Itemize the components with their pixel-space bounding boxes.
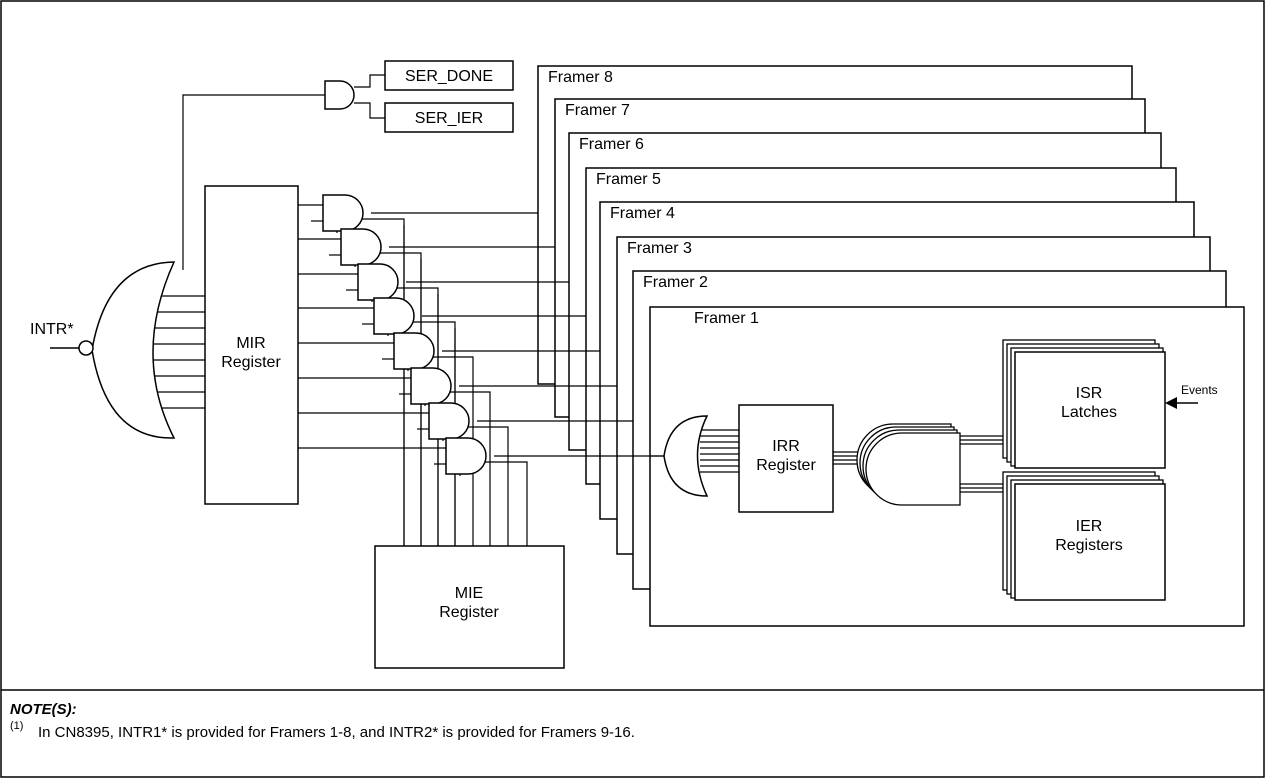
isr-latches — [1014, 351, 1166, 469]
and-gate-8 — [445, 437, 487, 475]
framer-label-3: Framer 3 — [627, 240, 692, 257]
framer-1-internals: IRR Register ISR Latches — [663, 339, 1218, 601]
ser-to-or-wire — [182, 94, 325, 270]
ser-ier-wire — [354, 102, 385, 119]
mir-register — [204, 185, 299, 505]
framer-or-gate — [663, 415, 709, 497]
irr-register — [738, 404, 834, 513]
ser-and-gate — [324, 80, 355, 110]
or-gate-inputs — [150, 295, 205, 409]
mir-register-label-2: Register — [221, 354, 281, 371]
and-gate-5 — [393, 332, 435, 370]
and-gate-2 — [340, 228, 382, 266]
framer-label-6: Framer 6 — [579, 136, 644, 153]
ier-registers — [1014, 483, 1166, 601]
and-gate-7 — [428, 402, 470, 440]
and-gate-1 — [322, 194, 364, 232]
intr-inversion-bubble — [78, 340, 94, 356]
ser-ier-box — [384, 102, 514, 133]
ier-label-1: IER — [1076, 518, 1103, 535]
intr-label: INTR* — [30, 321, 74, 338]
ier-label-2: Registers — [1055, 537, 1123, 554]
ser-done-label: SER_DONE — [405, 68, 493, 85]
isr-label-2: Latches — [1061, 404, 1117, 421]
note-text: In CN8395, INTR1* is provided for Framer… — [38, 724, 635, 741]
irr-register-label-2: Register — [756, 457, 816, 474]
framer-label-2: Framer 2 — [643, 274, 708, 291]
and-gate-4 — [373, 297, 415, 335]
irr-register-label-1: IRR — [772, 438, 800, 455]
framer-label-7: Framer 7 — [565, 102, 630, 119]
master-or-gate — [91, 261, 176, 439]
framer-label-1: Framer 1 — [694, 310, 759, 327]
note-marker: (1) — [10, 720, 23, 732]
ser-done-wire — [354, 74, 385, 88]
mie-register — [374, 545, 565, 669]
framer-label-5: Framer 5 — [596, 171, 661, 188]
events-arrowhead — [1165, 397, 1177, 409]
events-label: Events — [1181, 383, 1218, 397]
ser-ier-label: SER_IER — [415, 110, 483, 127]
and-gate-3 — [357, 263, 399, 301]
ser-done-box — [384, 60, 514, 91]
and-gate-6 — [410, 367, 452, 405]
framer-label-8: Framer 8 — [548, 69, 613, 86]
and-gate-array — [322, 194, 487, 475]
isr-label-1: ISR — [1076, 385, 1103, 402]
mie-register-label-1: MIE — [455, 585, 483, 602]
notes-heading: NOTE(S): — [10, 701, 77, 718]
mie-register-label-2: Register — [439, 604, 499, 621]
mir-register-label-1: MIR — [236, 335, 265, 352]
event-and-gate-stack — [856, 423, 961, 506]
framer-label-4: Framer 4 — [610, 205, 675, 222]
